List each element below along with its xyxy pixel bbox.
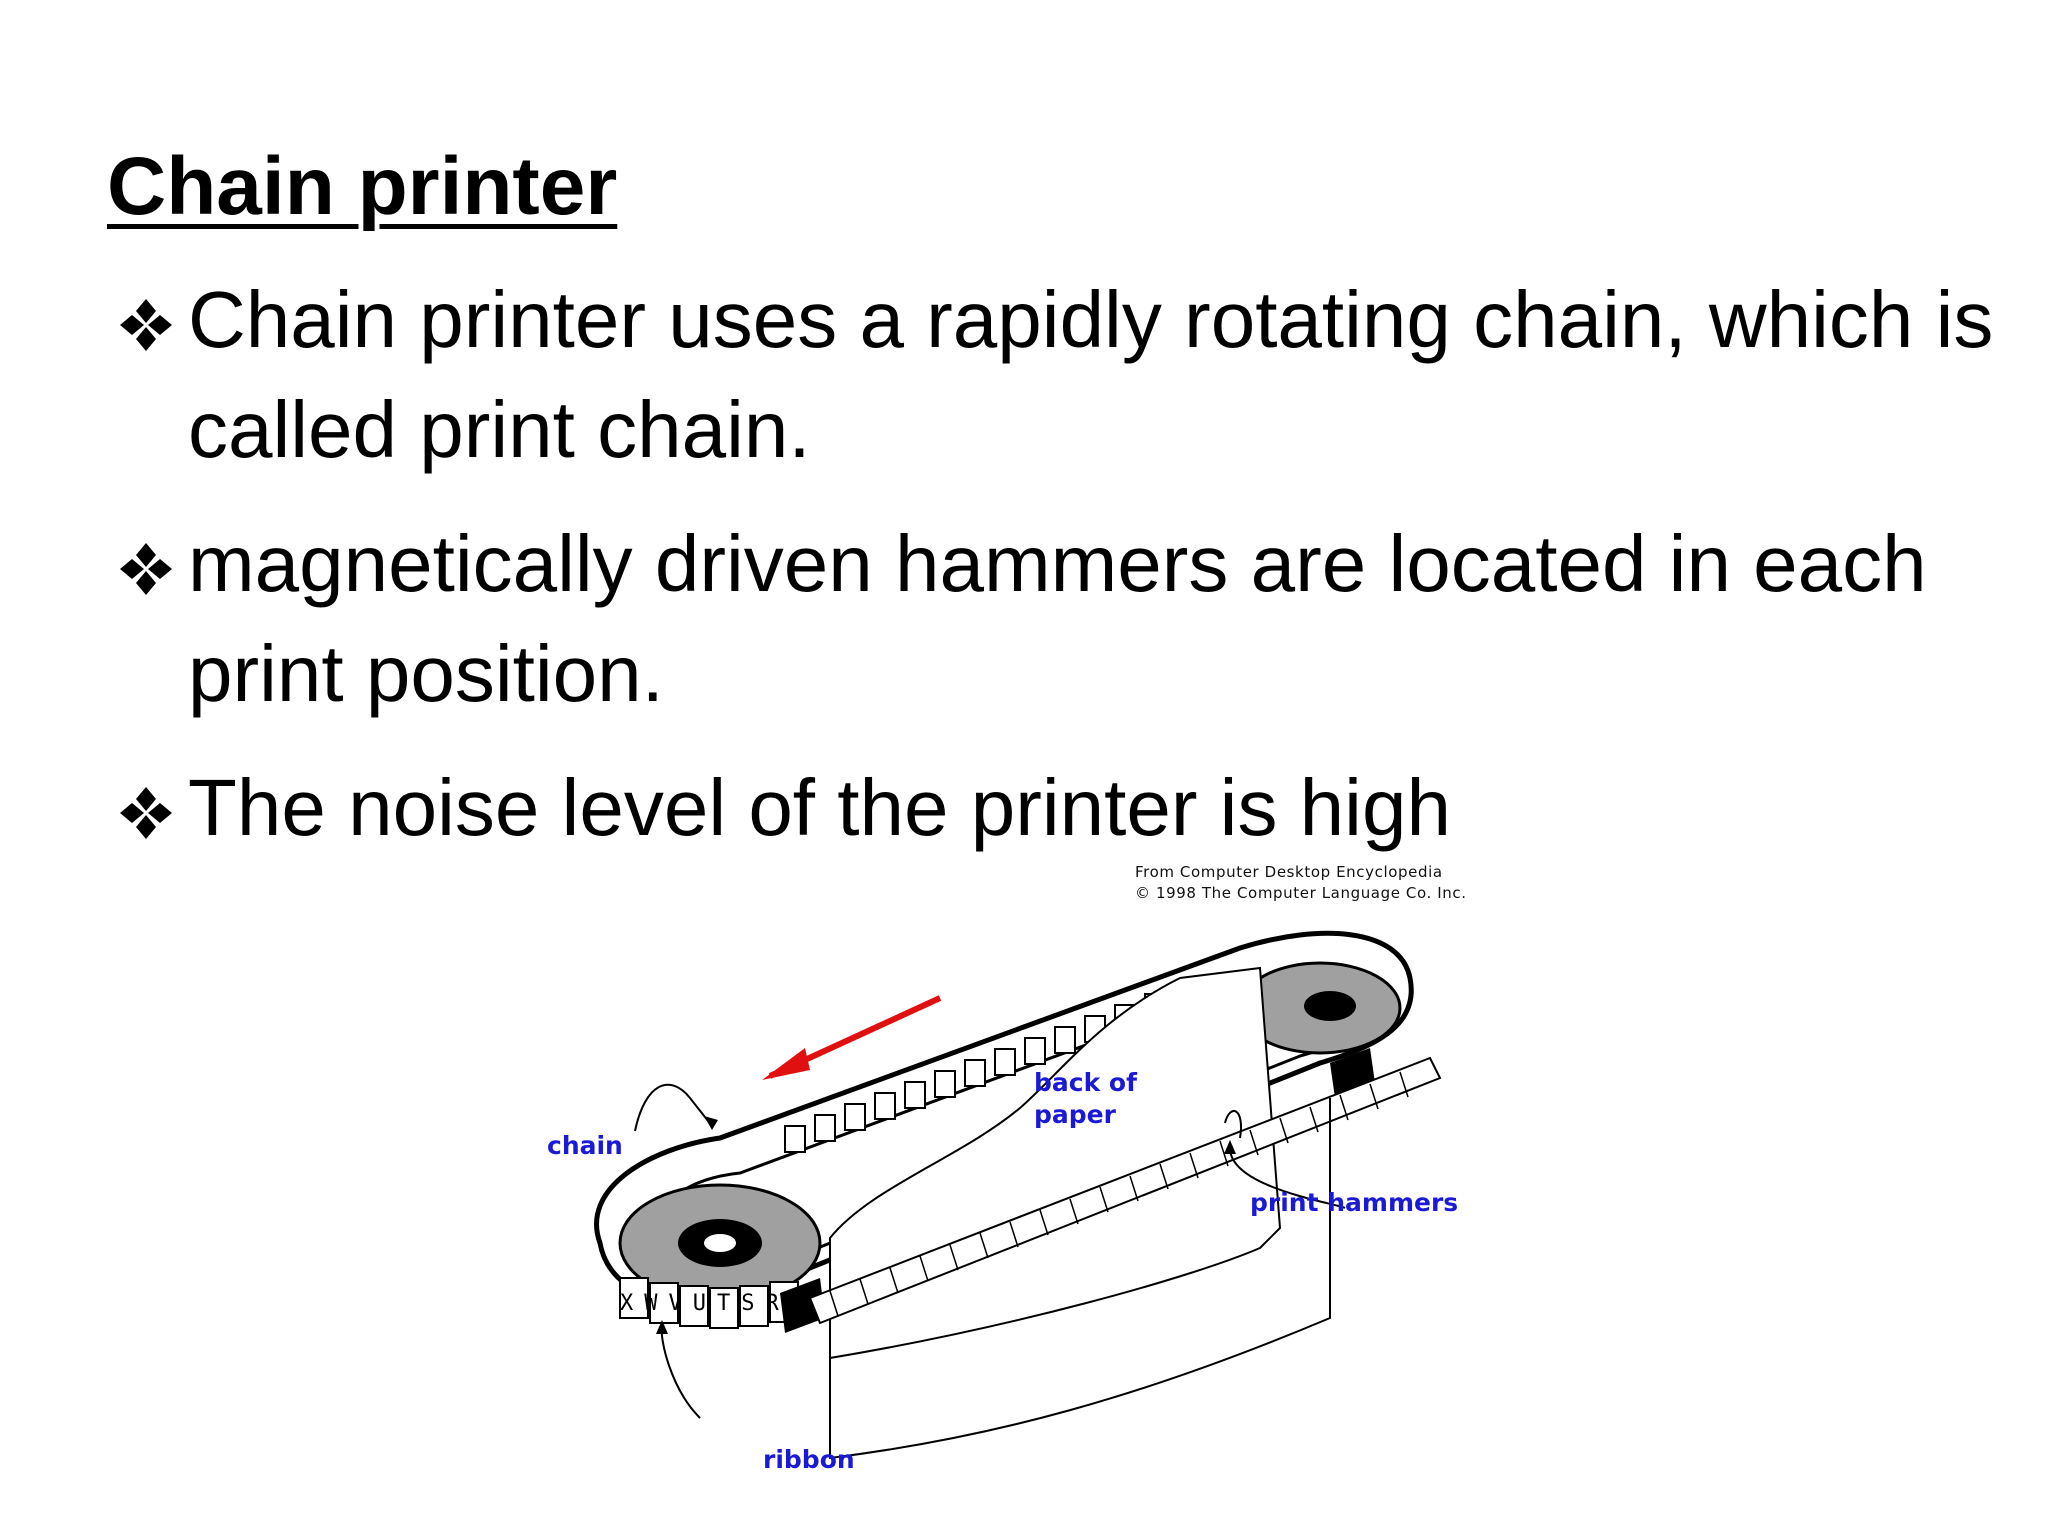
bullet-text: The noise level of the printer is high: [188, 763, 1451, 852]
chain-printer-illustration: XWVUTSR: [594, 930, 1442, 1460]
credit-line: From Computer Desktop Encyclopedia: [1135, 863, 1443, 881]
diamond-bullet-icon: [116, 295, 176, 355]
label-chain: chain: [547, 1131, 623, 1160]
bullet-item: The noise level of the printer is high: [112, 753, 2012, 863]
figure-credit: From Computer Desktop Encyclopedia © 199…: [1135, 862, 1467, 904]
label-ribbon: ribbon: [763, 1445, 855, 1474]
chain-letters: XWVUTSR: [620, 1291, 790, 1316]
bullet-text: magnetically driven hammers are located …: [188, 519, 1927, 718]
bullet-text: Chain printer uses a rapidly rotating ch…: [188, 275, 1994, 474]
credit-line: © 1998 The Computer Language Co. Inc.: [1135, 884, 1467, 902]
label-back-of-paper: paper: [1034, 1100, 1116, 1129]
bullet-item: magnetically driven hammers are located …: [112, 509, 2012, 729]
chain-printer-diagram: XWVUTSR: [540, 858, 1500, 1488]
diamond-bullet-icon: [116, 539, 176, 599]
label-back-of-paper: back of: [1034, 1068, 1137, 1097]
bullet-item: Chain printer uses a rapidly rotating ch…: [112, 265, 2012, 485]
bullet-list: Chain printer uses a rapidly rotating ch…: [112, 265, 2012, 887]
label-print-hammers: print hammers: [1250, 1188, 1459, 1217]
diamond-bullet-icon: [116, 783, 176, 843]
slide-title: Chain printer: [107, 141, 618, 232]
